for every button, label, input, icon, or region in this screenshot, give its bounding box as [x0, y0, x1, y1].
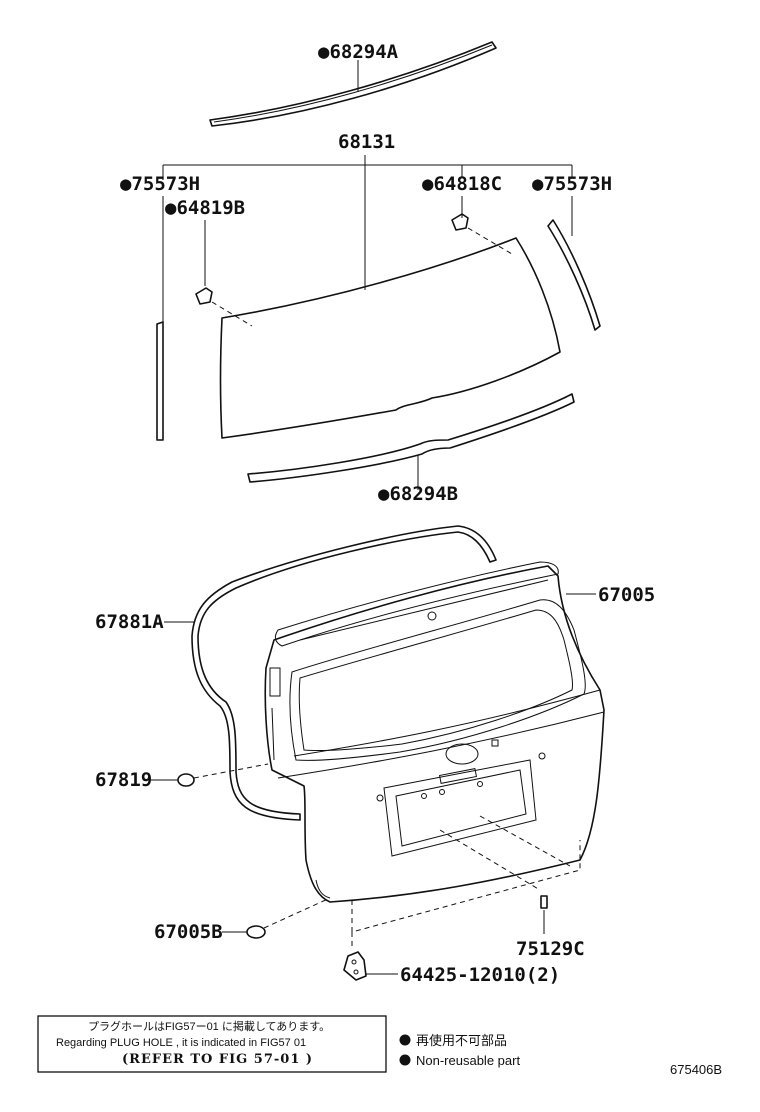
label-68294A: ●68294A [318, 41, 399, 63]
moulding-68294B[interactable] [247, 393, 575, 483]
label-64818C: ●64818C [422, 173, 502, 195]
label-68294B: ●68294B [378, 483, 458, 505]
label-75573H-right: ●75573H [532, 173, 612, 195]
label-67819: 67819 [95, 769, 152, 791]
legend: 再使用不可部品 Non-reusable part [399, 1033, 520, 1068]
hinge-64425-12010[interactable] [343, 951, 367, 981]
label-64819B: ●64819B [165, 197, 245, 219]
figure-code: 675406B [670, 1062, 722, 1077]
note-box: プラグホールはFIG57ー01 に掲載してあります。 Regarding PLU… [37, 1015, 387, 1073]
legend-japanese: 再使用不可部品 [416, 1033, 507, 1048]
label-68131: 68131 [338, 131, 395, 153]
note-english: Regarding PLUG HOLE , it is indicated in… [56, 1037, 306, 1049]
label-67005: 67005 [598, 584, 655, 606]
weatherstrip-67881A[interactable] [191, 525, 497, 821]
label-67881A: 67881A [95, 611, 164, 633]
strip-75573H-left[interactable] [156, 321, 164, 441]
plug-67819[interactable] [177, 773, 195, 787]
back-door-67005[interactable] [264, 561, 605, 903]
label-75573H-left: ●75573H [120, 173, 200, 195]
non-reusable-dot-icon [399, 1034, 411, 1046]
label-64425-12010: 64425-12010(2) [400, 964, 560, 986]
plug-67005B[interactable] [246, 925, 266, 939]
note-japanese: プラグホールはFIG57ー01 に掲載してあります。 [88, 1019, 330, 1033]
note-refer: (REFER TO FIG 57-01 ) [122, 1052, 313, 1067]
clip-64819B[interactable] [195, 287, 213, 305]
label-67005B: 67005B [154, 921, 223, 943]
strip-75573H-right[interactable] [547, 219, 601, 331]
moulding-68294A[interactable] [209, 41, 497, 127]
back-glass-68131[interactable] [219, 237, 561, 439]
legend-english: Non-reusable part [416, 1053, 520, 1068]
non-reusable-dot-icon-2 [399, 1054, 411, 1066]
label-75129C: 75129C [516, 938, 585, 960]
pin-75129C[interactable] [540, 895, 548, 909]
clip-64818C[interactable] [451, 213, 469, 231]
